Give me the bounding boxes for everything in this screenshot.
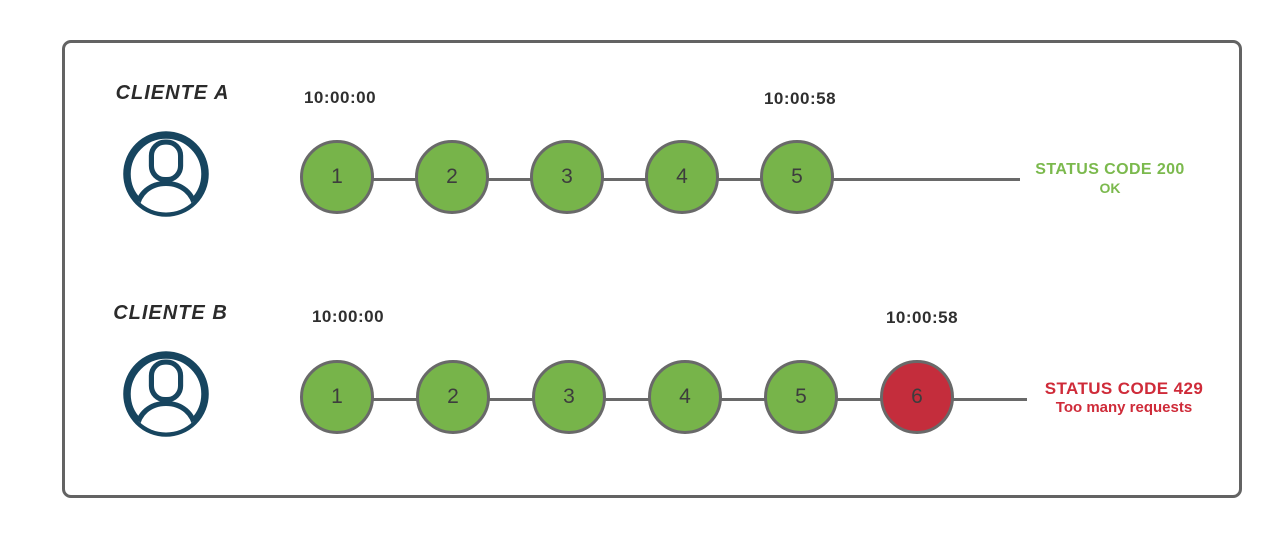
end-timestamp: 10:00:58	[763, 89, 837, 108]
status-code-text: STATUS CODE 200	[1035, 161, 1185, 178]
request-circle: 3	[532, 360, 606, 434]
person-icon	[123, 351, 209, 437]
end-timestamp: 10:00:58	[885, 308, 959, 327]
request-circle: 5	[764, 360, 838, 434]
request-circle: 1	[300, 140, 374, 214]
client-b-label: CLIENTE B	[113, 302, 228, 324]
status-message-ok: STATUS CODE 200 OK	[1028, 160, 1192, 198]
request-circle-rejected: 6	[880, 360, 954, 434]
request-circle: 3	[530, 140, 604, 214]
status-code-text: STATUS CODE 429	[1044, 379, 1204, 398]
request-circle: 1	[300, 360, 374, 434]
diagram-frame	[62, 40, 1242, 498]
status-detail-text: Too many requests	[1055, 399, 1193, 416]
request-circle: 4	[648, 360, 722, 434]
request-circle: 5	[760, 140, 834, 214]
start-timestamp: 10:00:00	[311, 307, 385, 326]
request-circle: 2	[415, 140, 489, 214]
request-circle: 2	[416, 360, 490, 434]
start-timestamp: 10:00:00	[303, 88, 377, 107]
status-detail-text: OK	[1099, 180, 1121, 196]
person-icon	[123, 131, 209, 217]
request-circle: 4	[645, 140, 719, 214]
status-message-error: STATUS CODE 429 Too many requests	[1028, 379, 1220, 417]
client-a-label: CLIENTE A	[115, 82, 230, 104]
